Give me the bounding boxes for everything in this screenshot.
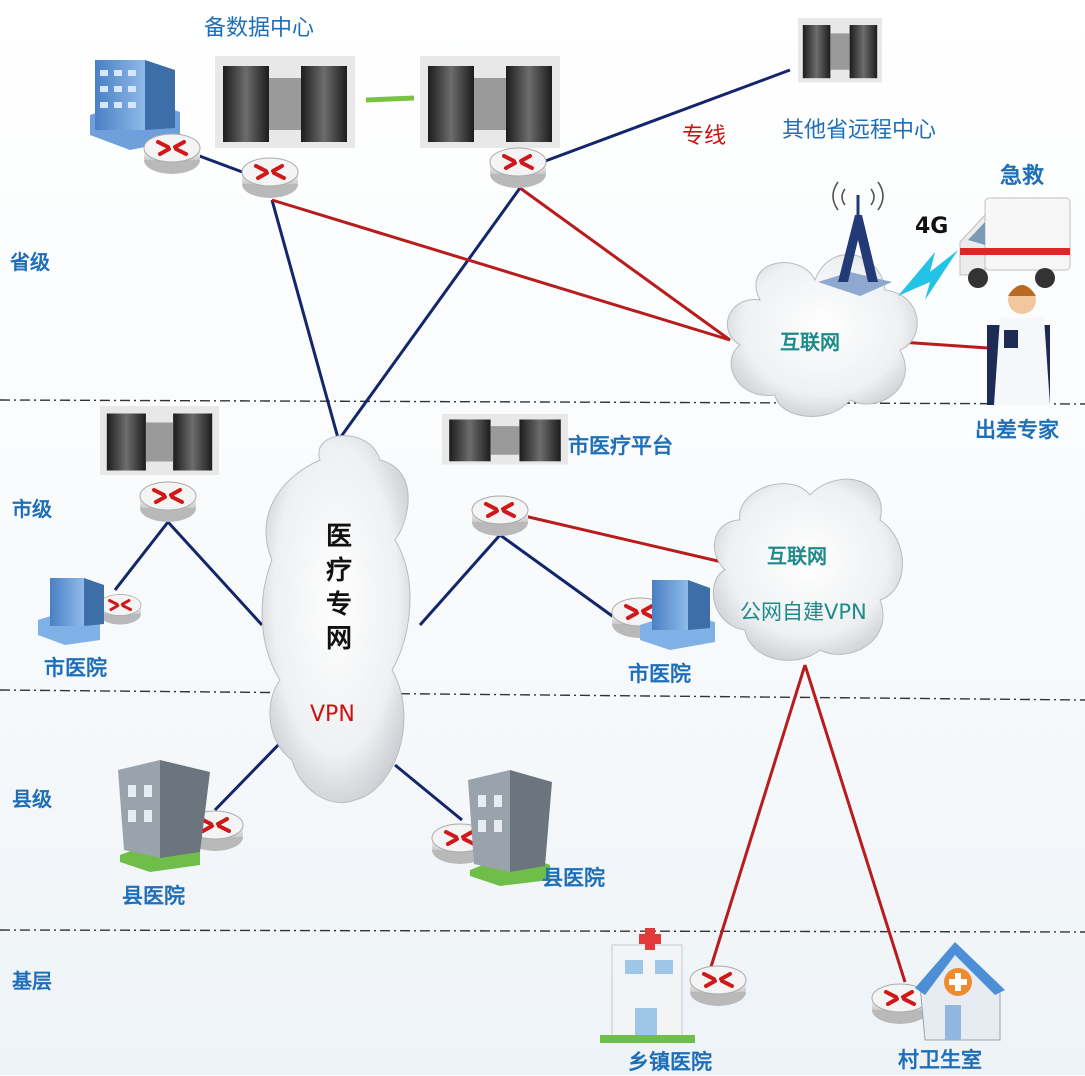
township-hospital-label: 乡镇医院 xyxy=(628,1050,712,1074)
router-provincial-hospital xyxy=(142,132,202,176)
village-clinic-label: 村卫生室 xyxy=(898,1048,982,1072)
county-hospital-left-icon xyxy=(118,760,210,872)
doctor-icon xyxy=(987,285,1050,405)
village-clinic-icon xyxy=(915,942,1005,1041)
internet-cloud-top xyxy=(727,254,918,417)
remote-center-server xyxy=(798,18,882,83)
router-backup-dc-right xyxy=(488,146,548,190)
medical-net-char-4: 网 xyxy=(326,624,353,654)
city-hospital-left-label: 市医院 xyxy=(44,656,107,680)
internet-top-label: 互联网 xyxy=(780,330,840,354)
city-platform-server xyxy=(442,414,568,465)
connection-lines xyxy=(113,68,989,983)
cell-tower-icon xyxy=(818,181,892,296)
emergency-label: 急救 xyxy=(1000,164,1045,189)
backup-dc-label: 备数据中心 xyxy=(204,16,315,41)
city-hospital-left-icon xyxy=(38,578,104,645)
tier-label-county: 县级 xyxy=(12,787,52,811)
medical-net-char-3: 专 xyxy=(326,590,353,620)
public-vpn-label: 公网自建VPN xyxy=(740,600,867,624)
dedicated-line-label: 专线 xyxy=(682,124,727,149)
router-city-hospital-left xyxy=(97,593,143,626)
tier-label-city: 市级 xyxy=(12,497,52,521)
county-hospital-right-label: 县医院 xyxy=(542,866,605,890)
other-province-label: 其他省远程中心 xyxy=(782,118,937,143)
tier-label-grassroots: 基层 xyxy=(12,969,52,993)
vpn-label: VPN xyxy=(310,702,355,727)
medical-net-char-2: 疗 xyxy=(326,556,353,586)
backup-dc-server-left xyxy=(215,56,355,148)
lightning-icon xyxy=(898,250,958,300)
four-g-label: 4G xyxy=(915,214,949,239)
city-hospital-right-label: 市医院 xyxy=(628,662,691,686)
medical-net-char-1: 医 xyxy=(326,522,353,552)
ambulance-icon xyxy=(959,197,1071,288)
county-hospital-right-icon xyxy=(468,770,552,886)
city-hospital-right-icon xyxy=(640,580,715,650)
internet-cloud-mid xyxy=(712,478,903,661)
city-dc-server-left xyxy=(100,406,219,475)
router-township xyxy=(688,964,748,1008)
tier-label-province: 省级 xyxy=(10,250,50,274)
dc-link xyxy=(365,95,415,103)
county-hospital-left-label: 县医院 xyxy=(122,884,185,908)
city-platform-label: 市医疗平台 xyxy=(568,434,673,458)
internet-mid-label: 互联网 xyxy=(767,544,827,568)
township-hospital-icon xyxy=(600,928,695,1043)
router-city-platform xyxy=(470,494,530,538)
router-backup-dc-left xyxy=(240,156,300,200)
tier-dividers xyxy=(0,399,1085,933)
travel-expert-label: 出差专家 xyxy=(975,418,1059,442)
medical-private-cloud xyxy=(261,435,411,804)
router-city-dc xyxy=(138,480,198,524)
backup-dc-server-right xyxy=(420,56,560,148)
